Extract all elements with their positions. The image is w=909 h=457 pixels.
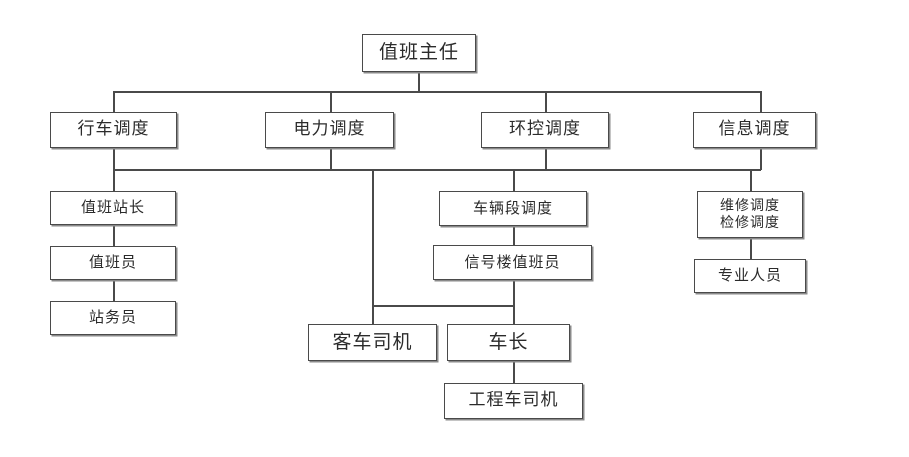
edge-drop-maintenance — [750, 169, 752, 192]
edge-bus-drivers — [372, 305, 514, 307]
node-station-staff[interactable]: 站务员 — [50, 301, 176, 335]
edge-depot-to-signal-tower — [513, 226, 515, 246]
edge-maintenance-to-specialist — [750, 238, 752, 260]
node-duty-director[interactable]: 值班主任 — [362, 34, 476, 72]
node-label: 维修调度 检修调度 — [720, 198, 780, 231]
node-label: 信息调度 — [718, 119, 791, 140]
edge-stem-env — [545, 148, 547, 170]
node-passenger-train-driver[interactable]: 客车司机 — [308, 324, 437, 361]
node-label: 站务员 — [88, 308, 137, 327]
edge-drop-passenger-driver-trunk — [372, 169, 374, 306]
edge-drop-passenger-driver — [372, 305, 374, 325]
node-maintenance-dispatch[interactable]: 维修调度 检修调度 — [697, 191, 803, 238]
node-label: 专业人员 — [717, 266, 782, 285]
node-duty-officer[interactable]: 值班员 — [50, 246, 176, 280]
edge-signal-tower-stem — [513, 280, 515, 306]
edge-bus-level3 — [113, 169, 761, 171]
edge-drop-env — [545, 91, 547, 113]
node-label: 信号楼值班员 — [464, 252, 561, 271]
node-environment-dispatch[interactable]: 环控调度 — [481, 112, 609, 148]
edge-drop-station-master — [113, 169, 115, 192]
edge-stem-traffic — [113, 148, 115, 170]
node-engineering-vehicle-driver[interactable]: 工程车司机 — [444, 383, 583, 419]
node-label: 电力调度 — [293, 119, 366, 140]
node-signal-tower-duty-officer[interactable]: 信号楼值班员 — [433, 245, 592, 280]
node-label: 车辆段调度 — [472, 198, 553, 217]
node-specialist-personnel[interactable]: 专业人员 — [694, 259, 806, 293]
edge-stem-power — [330, 148, 332, 170]
node-power-dispatch[interactable]: 电力调度 — [265, 112, 394, 148]
edge-drop-info — [760, 91, 762, 113]
edge-drop-train-captain — [513, 305, 515, 325]
edge-root-stem — [418, 72, 420, 92]
node-train-dispatch[interactable]: 行车调度 — [50, 112, 177, 148]
node-label: 工程车司机 — [468, 390, 559, 411]
edge-captain-to-engineering-driver — [513, 361, 515, 384]
edge-bus-level2 — [113, 91, 761, 93]
edge-station-master-to-duty-officer — [113, 225, 115, 247]
node-duty-station-master[interactable]: 值班站长 — [50, 191, 176, 225]
node-label: 值班主任 — [378, 41, 459, 64]
node-label: 车长 — [488, 330, 529, 353]
node-information-dispatch[interactable]: 信息调度 — [693, 112, 816, 148]
node-label: 环控调度 — [509, 119, 581, 140]
node-label: 行车调度 — [77, 119, 150, 140]
edge-drop-depot-dispatch — [513, 169, 515, 192]
node-label: 值班站长 — [80, 198, 145, 217]
node-train-captain[interactable]: 车长 — [447, 324, 570, 361]
node-label: 客车司机 — [332, 330, 413, 353]
edge-drop-traffic — [113, 91, 115, 113]
edge-drop-power — [330, 91, 332, 113]
node-depot-dispatch[interactable]: 车辆段调度 — [439, 191, 587, 226]
edge-stem-info — [760, 148, 762, 170]
edge-duty-officer-to-station-staff — [113, 280, 115, 302]
node-label: 值班员 — [88, 253, 137, 272]
